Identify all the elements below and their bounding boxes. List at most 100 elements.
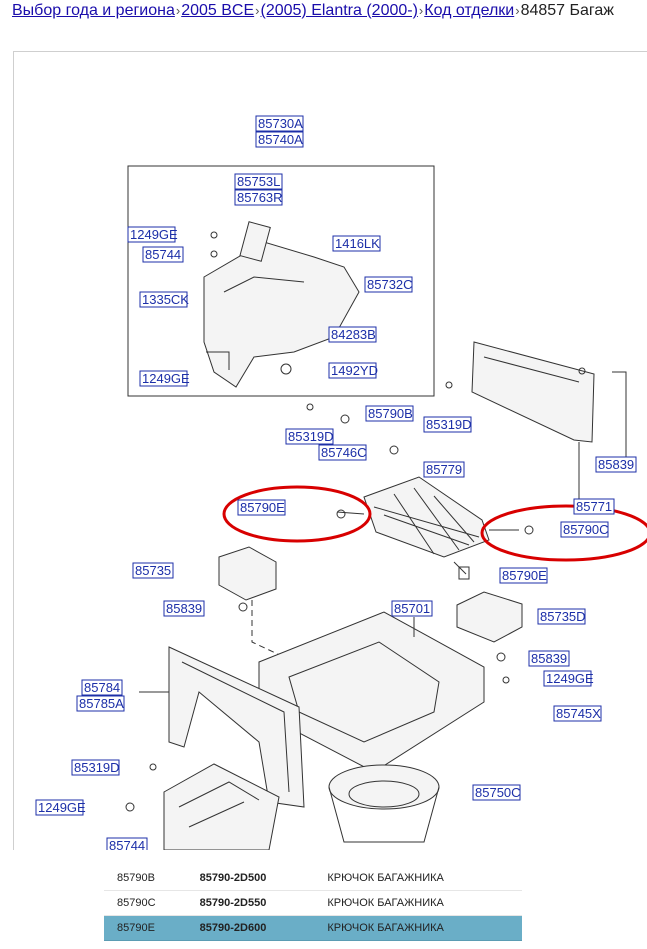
part-label-box[interactable] xyxy=(328,362,377,379)
part-label-1249ge[interactable]: 1249GE xyxy=(35,799,86,816)
part-label-box[interactable] xyxy=(332,235,381,252)
part-label-text[interactable]: 1249GE xyxy=(130,227,178,242)
part-label-85750c[interactable]: 85750C xyxy=(472,784,521,801)
part-label-85319d[interactable]: 85319D xyxy=(285,428,334,445)
part-label-85319d[interactable]: 85319D xyxy=(423,416,472,433)
part-label-1492yd[interactable]: 1492YD xyxy=(328,362,378,379)
part-label-box[interactable] xyxy=(472,784,521,801)
part-label-box[interactable] xyxy=(255,131,304,148)
part-label-85785a[interactable]: 85785A xyxy=(76,695,125,712)
part-label-85779[interactable]: 85779 xyxy=(423,461,465,478)
part-label-box[interactable] xyxy=(132,562,174,579)
part-label-box[interactable] xyxy=(528,650,570,667)
part-label-text[interactable]: 85750C xyxy=(475,785,521,800)
part-label-text[interactable]: 85784 xyxy=(84,680,120,695)
part-label-85732c[interactable]: 85732C xyxy=(364,276,413,293)
part-label-text[interactable]: 1492YD xyxy=(331,363,378,378)
table-row-selected[interactable]: 85790E 85790-2D600 КРЮЧОК БАГАЖНИКА xyxy=(104,915,522,941)
part-label-85790c[interactable]: 85790C xyxy=(560,521,609,538)
part-label-85744[interactable]: 85744 xyxy=(142,246,184,263)
breadcrumb-link-trim-code[interactable]: Код отделки xyxy=(424,2,515,19)
part-label-box[interactable] xyxy=(106,837,148,850)
part-label-box[interactable] xyxy=(423,416,472,433)
part-label-85319d[interactable]: 85319D xyxy=(71,759,120,776)
part-label-text[interactable]: 85319D xyxy=(288,429,334,444)
part-label-box[interactable] xyxy=(234,173,283,190)
part-label-box[interactable] xyxy=(499,567,548,584)
part-label-box[interactable] xyxy=(142,246,184,263)
part-label-85839[interactable]: 85839 xyxy=(163,600,205,617)
part-label-85790e[interactable]: 85790E xyxy=(237,499,286,516)
part-label-text[interactable]: 85319D xyxy=(74,760,120,775)
part-label-85740a[interactable]: 85740A xyxy=(255,131,304,148)
part-label-text[interactable]: 85735 xyxy=(135,563,171,578)
part-label-85839[interactable]: 85839 xyxy=(595,456,637,473)
table-row[interactable]: 85790C 85790-2D550 КРЮЧОК БАГАЖНИКА xyxy=(104,890,522,916)
part-label-box[interactable] xyxy=(423,461,465,478)
part-label-box[interactable] xyxy=(318,444,367,461)
part-label-box[interactable] xyxy=(234,189,283,206)
part-label-text[interactable]: 1249GE xyxy=(38,800,86,815)
part-label-text[interactable]: 1335CK xyxy=(142,292,189,307)
part-label-box[interactable] xyxy=(71,759,120,776)
part-label-1416lk[interactable]: 1416LK xyxy=(332,235,381,252)
part-label-box[interactable] xyxy=(365,405,414,422)
part-label-box[interactable] xyxy=(163,600,205,617)
breadcrumb-link-model[interactable]: (2005) Elantra (2000-) xyxy=(260,2,418,19)
part-label-box[interactable] xyxy=(285,428,334,445)
part-label-box[interactable] xyxy=(391,600,433,617)
part-label-1249ge[interactable]: 1249GE xyxy=(127,226,178,243)
part-label-text[interactable]: 85790C xyxy=(563,522,609,537)
part-label-box[interactable] xyxy=(237,499,286,516)
part-label-text[interactable]: 85839 xyxy=(531,651,567,666)
part-label-box[interactable] xyxy=(543,670,592,687)
part-label-box[interactable] xyxy=(127,226,176,243)
part-label-84283b[interactable]: 84283B xyxy=(328,326,377,343)
part-label-text[interactable]: 85771 xyxy=(576,499,612,514)
part-label-box[interactable] xyxy=(76,695,125,712)
part-label-1249ge[interactable]: 1249GE xyxy=(139,370,190,387)
part-label-text[interactable]: 85779 xyxy=(426,462,462,477)
part-label-1249ge[interactable]: 1249GE xyxy=(543,670,594,687)
part-label-text[interactable]: 85746C xyxy=(321,445,367,460)
part-label-85763r[interactable]: 85763R xyxy=(234,189,283,206)
part-label-text[interactable]: 85790E xyxy=(502,568,547,583)
part-label-text[interactable]: 85740A xyxy=(258,132,303,147)
part-label-box[interactable] xyxy=(553,705,602,722)
part-label-85701[interactable]: 85701 xyxy=(391,600,433,617)
part-label-box[interactable] xyxy=(328,326,377,343)
part-label-85730a[interactable]: 85730A xyxy=(255,115,304,132)
part-label-text[interactable]: 85785A xyxy=(79,696,124,711)
part-label-text[interactable]: 1249GE xyxy=(142,371,190,386)
part-label-box[interactable] xyxy=(255,115,304,132)
part-label-text[interactable]: 85839 xyxy=(598,457,634,472)
breadcrumb-link-model-year[interactable]: 2005 BCE xyxy=(181,2,255,19)
part-label-85753l[interactable]: 85753L xyxy=(234,173,283,190)
part-label-text[interactable]: 85790B xyxy=(368,406,413,421)
part-label-85735d[interactable]: 85735D xyxy=(537,608,586,625)
part-label-85745x[interactable]: 85745X xyxy=(553,705,602,722)
part-label-box[interactable] xyxy=(35,799,84,816)
part-label-box[interactable] xyxy=(573,498,615,515)
part-label-text[interactable]: 84283B xyxy=(331,327,376,342)
part-label-box[interactable] xyxy=(81,679,123,696)
breadcrumb-link-year-region[interactable]: Выбор года и региона xyxy=(12,2,175,19)
part-label-85771[interactable]: 85771 xyxy=(573,498,615,515)
part-label-text[interactable]: 85732C xyxy=(367,277,413,292)
part-label-text[interactable]: 1416LK xyxy=(335,236,380,251)
part-label-text[interactable]: 85744 xyxy=(145,247,181,262)
part-label-text[interactable]: 85745X xyxy=(556,706,601,721)
part-label-text[interactable]: 85730A xyxy=(258,116,303,131)
part-label-text[interactable]: 85735D xyxy=(540,609,586,624)
part-label-text[interactable]: 85744 xyxy=(109,838,145,850)
part-label-1335ck[interactable]: 1335CK xyxy=(139,291,189,308)
part-label-85744[interactable]: 85744 xyxy=(106,837,148,850)
part-label-85784[interactable]: 85784 xyxy=(81,679,123,696)
part-label-text[interactable]: 85839 xyxy=(166,601,202,616)
part-label-text[interactable]: 85790E xyxy=(240,500,285,515)
part-label-box[interactable] xyxy=(139,370,188,387)
part-label-box[interactable] xyxy=(537,608,586,625)
part-label-85839[interactable]: 85839 xyxy=(528,650,570,667)
part-label-text[interactable]: 85753L xyxy=(237,174,280,189)
part-label-text[interactable]: 85701 xyxy=(394,601,430,616)
